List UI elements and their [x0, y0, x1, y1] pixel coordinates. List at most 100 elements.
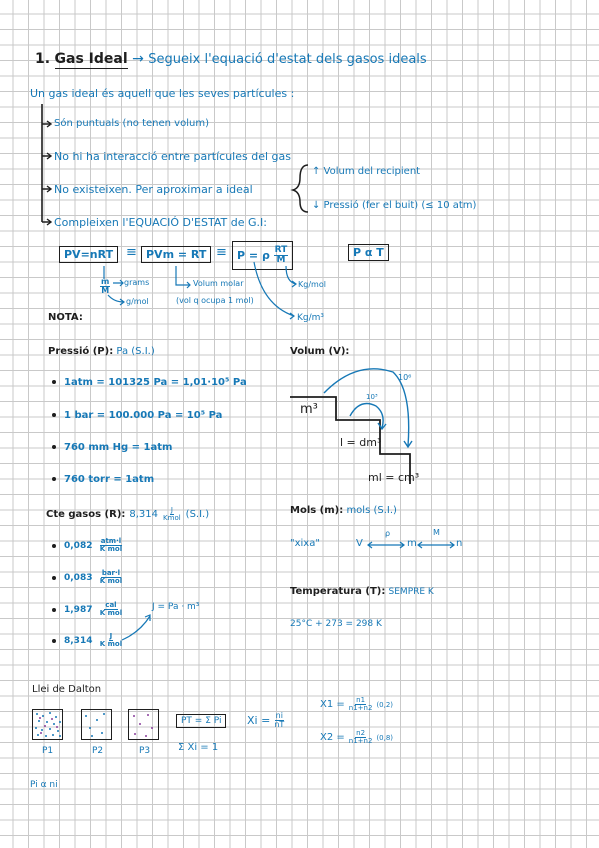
- dalton-x2-label: X2 =: [320, 732, 345, 744]
- volum-molar-note: (vol q ocupa 1 mol): [176, 296, 254, 305]
- brace-volum: ↑ Volum del recipient: [312, 166, 421, 177]
- volum-litre: l = dm³: [340, 436, 382, 449]
- cte-si-value: 8,314: [129, 509, 159, 521]
- mols-rho: ρ: [385, 529, 391, 538]
- section-name: Gas Ideal: [54, 51, 128, 69]
- kgmol-label: Kg/mol: [298, 280, 326, 289]
- volum-heading: Volum (V):: [290, 346, 350, 357]
- dalton-x2-den: n1+n2: [348, 737, 373, 746]
- pressio-line-3-text: 760 mm Hg = 1atm: [64, 442, 173, 453]
- cte-si-unit: (S.I.): [185, 509, 210, 521]
- pressio-line-2: 1 bar = 100.000 Pa = 10⁵ Pa: [52, 410, 222, 421]
- pressio-line-3: 760 mm Hg = 1atm: [52, 442, 172, 453]
- pressio-line-4-text: 760 torr = 1atm: [64, 474, 155, 485]
- mols-unit: mols (S.I.): [346, 505, 397, 516]
- cte-row-2-val: 0,083: [64, 572, 93, 583]
- list-item-interaccio: No hi ha interacció entre partícules del…: [54, 150, 291, 163]
- dalton-p3: P3: [139, 746, 151, 756]
- dalton-chi-num: ni: [274, 711, 284, 722]
- kgm3-label: Kg/m³: [297, 313, 325, 323]
- temp-unit: SEMPRE K: [388, 587, 434, 597]
- eq-p-rho-lhs: P = ρ: [237, 249, 270, 262]
- eq-equiv-1: ≡: [126, 245, 137, 260]
- eq-pv-nrt: PV=nRT: [59, 246, 119, 263]
- temp-head: Temperatura (T):: [290, 586, 386, 597]
- dalton-x2-value: (0,8): [376, 733, 394, 742]
- dalton-box-total: [32, 709, 63, 740]
- n-frac-mm: M: [101, 286, 110, 296]
- volum-exp-3: 10³: [366, 393, 378, 401]
- gmol-label: g/mol: [126, 297, 149, 306]
- dalton-pt-sum: PT = Σ Pi: [176, 714, 227, 728]
- dalton-box-gas1: [81, 709, 112, 740]
- cte-si-num: J: [169, 506, 174, 516]
- cte-row-2-den: K mol: [99, 577, 123, 586]
- volum-exp-6: 10⁶: [398, 373, 412, 382]
- cte-row-3-den: K mol: [99, 609, 123, 618]
- temp-heading: Temperatura (T): SEMPRE K: [290, 586, 434, 597]
- cte-row-4-num: J: [108, 632, 114, 642]
- list-item-existeixen: No existeixen. Per aproximar a ideal: [54, 183, 253, 196]
- list-item-compleixen: Compleixen l'EQUACIÓ D'ESTAT de G.I:: [54, 216, 267, 229]
- mols-n: n: [456, 538, 463, 549]
- mols-v: V: [356, 538, 363, 549]
- brace-pressio: ↓ Pressió (fer el buit) (≤ 10 atm): [312, 200, 477, 211]
- dalton-sum-x: Σ Xi = 1: [178, 742, 219, 753]
- cte-row-4-val: 8,314: [64, 635, 93, 646]
- pressio-heading: Pressió (P): Pa (S.I.): [48, 346, 155, 357]
- cte-row-1-num: atm·l: [99, 537, 123, 547]
- pressio-line-1-text: 1atm = 101325 Pa = 1,01·10⁵ Pa: [64, 377, 247, 388]
- mols-xixa: "xixa": [290, 538, 320, 549]
- dalton-chi-label: Xi =: [247, 714, 271, 728]
- intro-text: Un gas ideal és aquell que les seves par…: [30, 87, 295, 100]
- pressio-head: Pressió (P):: [48, 346, 114, 357]
- cte-row-1-val: 0,082: [64, 540, 93, 551]
- cte-head: Cte gasos (R):: [46, 509, 126, 521]
- dalton-proportional: Pi α ni: [30, 780, 58, 790]
- dalton-x2-num: n2: [355, 729, 367, 739]
- section-number: 1.: [35, 51, 51, 67]
- cte-si-den: Kmol: [163, 514, 181, 523]
- list-item-puntuals: Són puntuals (no tenen volum): [54, 118, 209, 129]
- dalton-heading: Llei de Dalton: [32, 684, 102, 695]
- cte-j-pa: J = Pa · m³: [152, 602, 200, 612]
- pressio-unit: Pa (S.I.): [116, 346, 155, 357]
- pressio-line-4: 760 torr = 1atm: [52, 474, 154, 485]
- eq-mm: M: [276, 255, 286, 265]
- eq-p-alpha-t: P α T: [348, 244, 389, 261]
- mols-heading: Mols (m): mols (S.I.): [290, 505, 397, 516]
- section-subtitle: Segueix l'equació d'estat dels gasos ide…: [148, 52, 427, 67]
- nota-label: NOTA:: [48, 312, 83, 323]
- title-arrow: →: [132, 51, 144, 67]
- cte-row-2-num: bar·l: [100, 569, 122, 579]
- eq-rt: RT: [273, 244, 289, 256]
- dalton-p2: P2: [92, 746, 104, 756]
- dalton-x1-num: n1: [355, 696, 367, 706]
- eq-equiv-2: ≡: [216, 245, 227, 260]
- dalton-p1: P1: [42, 746, 54, 756]
- volum-molar-label: Volum molar: [193, 279, 244, 288]
- mols-head: Mols (m):: [290, 505, 344, 516]
- cte-row-3-val: 1,987: [64, 604, 93, 615]
- n-frac-m: m: [100, 277, 111, 288]
- dalton-x1-den: n1+n2: [348, 704, 373, 713]
- dalton-box-gas2: [128, 709, 159, 740]
- pressio-line-1: 1atm = 101325 Pa = 1,01·10⁵ Pa: [52, 377, 247, 388]
- eq-pvm-rt: PVm = RT: [141, 246, 212, 263]
- cte-row-1-den: K mol: [99, 545, 123, 554]
- pressio-line-2-text: 1 bar = 100.000 Pa = 10⁵ Pa: [64, 410, 223, 421]
